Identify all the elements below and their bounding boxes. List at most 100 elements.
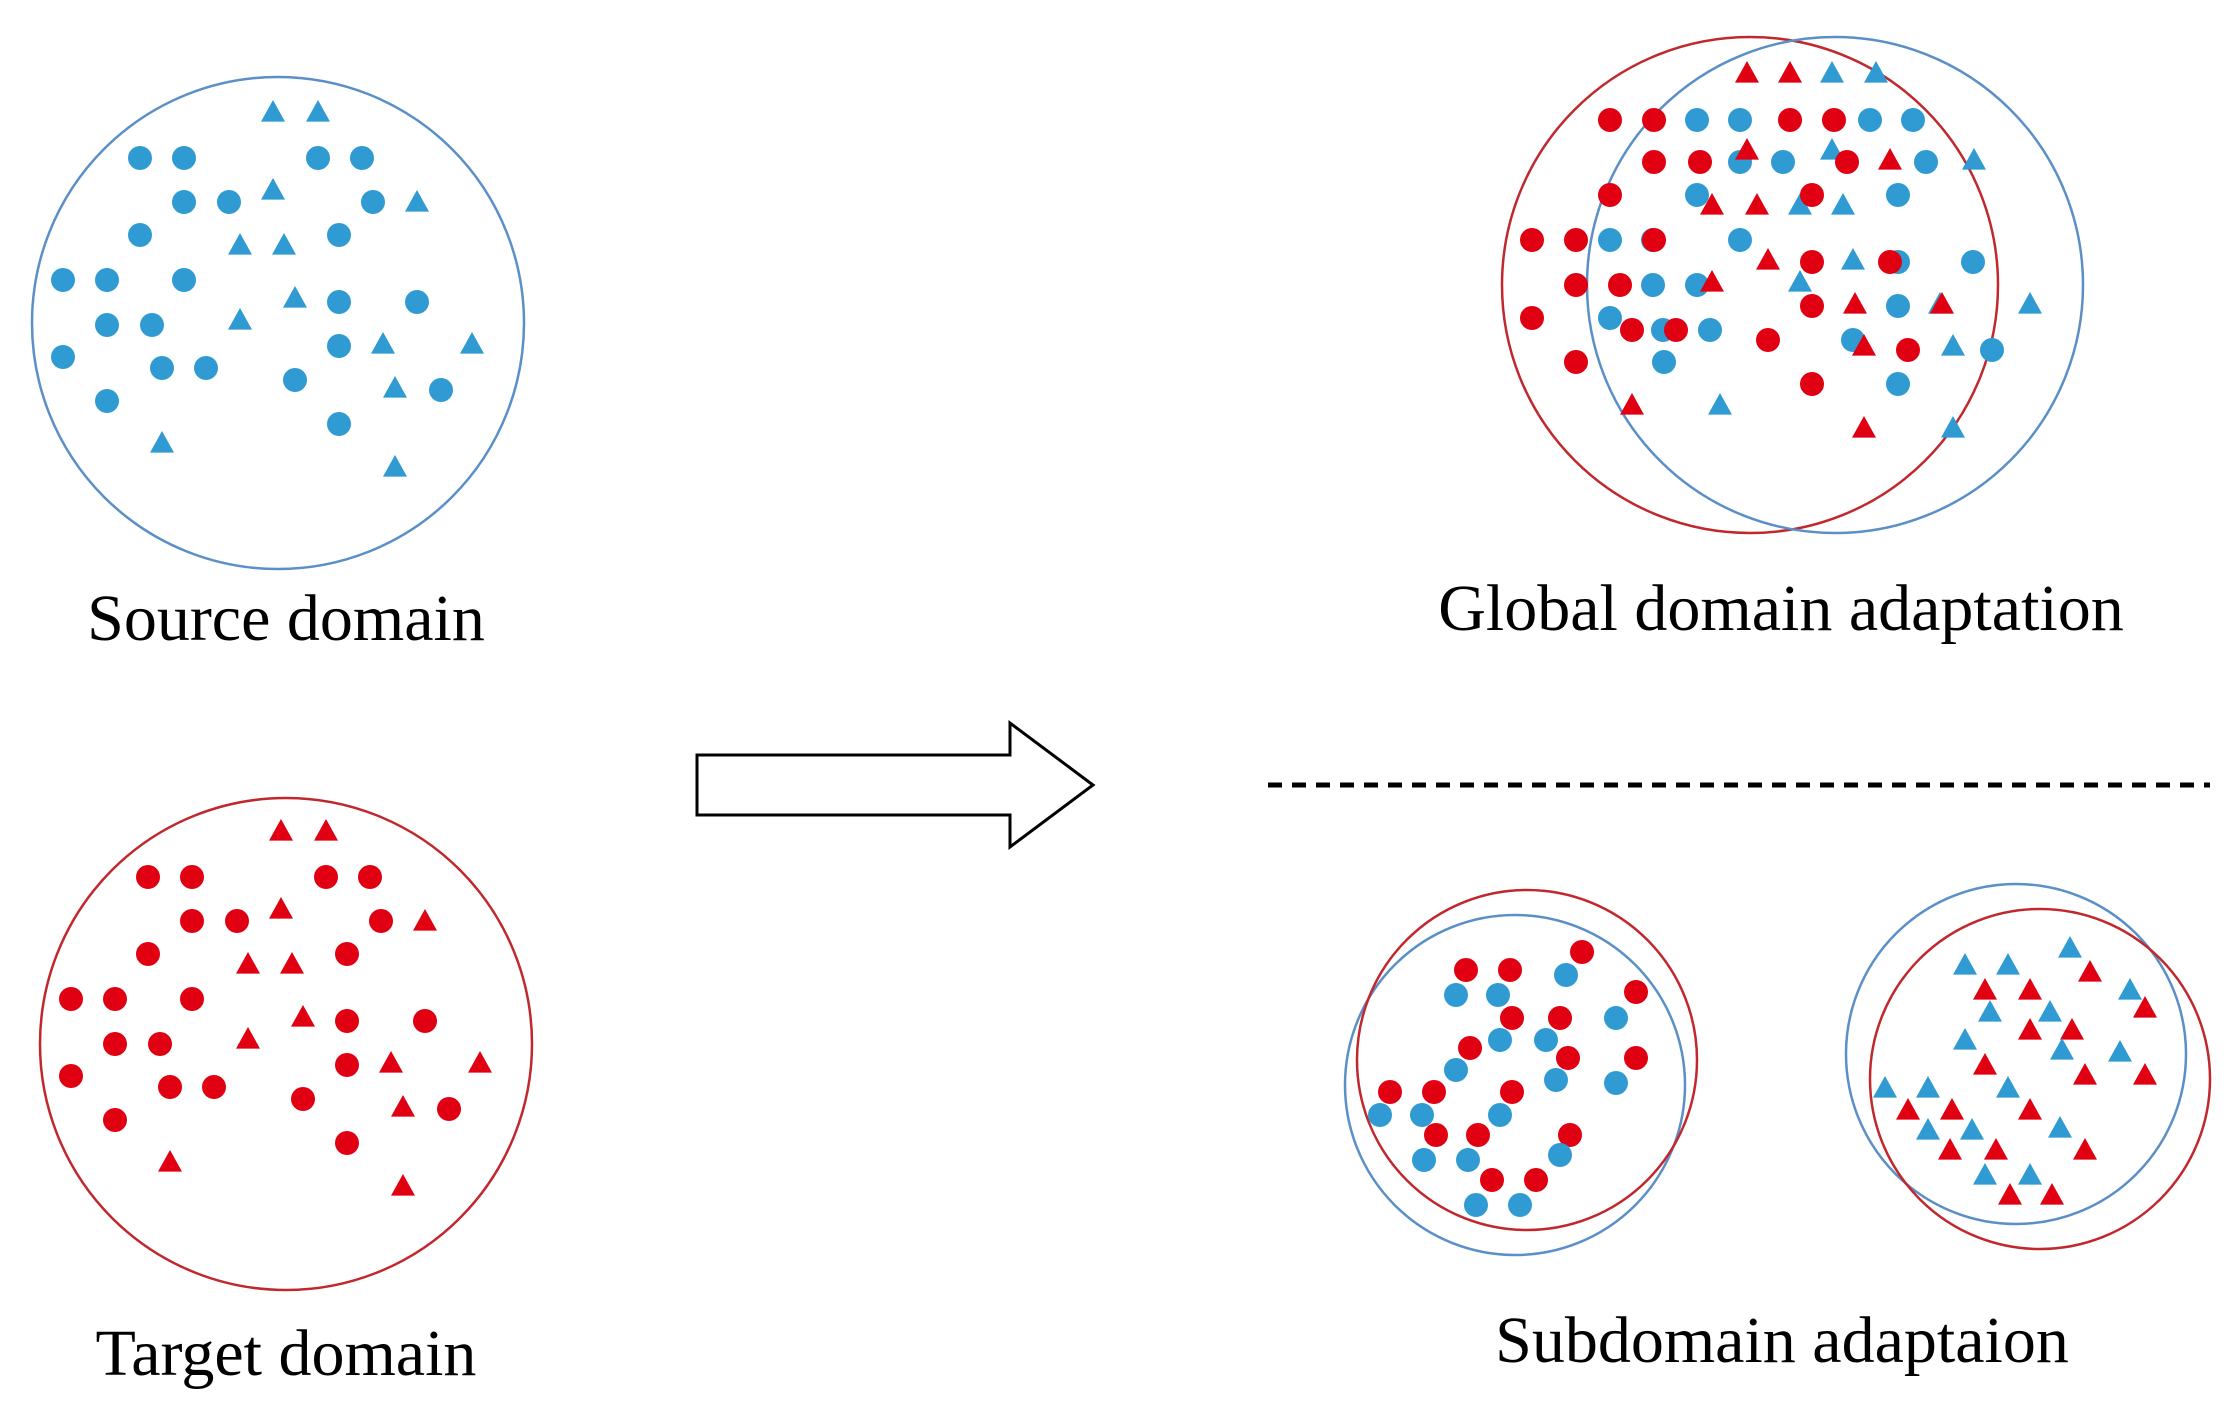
- global-source-circle-marker: [1728, 108, 1752, 132]
- global-target-circle-marker: [1688, 150, 1712, 174]
- subdomain-target-triangle-marker: [2018, 978, 2042, 1000]
- source-circle-marker: [217, 190, 241, 214]
- target-circle-marker: [180, 865, 204, 889]
- subdomain-source-circle-marker: [1368, 1103, 1392, 1127]
- subdomain-source-triangle-marker: [2018, 1163, 2042, 1185]
- target-domain-markers: [59, 819, 492, 1196]
- global-source-circle-marker: [1641, 273, 1665, 297]
- subdomain-target-triangle-marker: [1896, 1098, 1920, 1120]
- subdomain-source-circle-marker: [1410, 1103, 1434, 1127]
- global-source-circle-marker: [1901, 108, 1925, 132]
- subdomain-source-circle-marker: [1412, 1148, 1436, 1172]
- subdomain-target-circle-marker: [1454, 958, 1478, 982]
- target-triangle-marker: [468, 1051, 492, 1073]
- source-domain-markers: [51, 100, 484, 477]
- global-target-triangle-marker: [1700, 270, 1724, 292]
- global-source-circle-marker: [1685, 108, 1709, 132]
- target-circle-marker: [413, 1009, 437, 1033]
- source-domain-boundary: [30, 75, 526, 571]
- source-circle-marker: [327, 290, 351, 314]
- target-triangle-marker: [158, 1150, 182, 1172]
- source-circle-marker: [128, 223, 152, 247]
- global-adaptation-label: Global domain adaptation: [1438, 572, 2124, 645]
- target-circle-marker: [335, 1009, 359, 1033]
- subdomain-target-triangle-marker: [2040, 1183, 2064, 1205]
- target-triangle-marker: [269, 897, 293, 919]
- subdomain-target-circle-marker: [1480, 1168, 1504, 1192]
- subdomain-triangle-class-target-boundary: [1868, 907, 2212, 1251]
- global-target-boundary: [1500, 35, 2000, 535]
- global-target-circle-marker: [1800, 183, 1824, 207]
- source-circle-marker: [51, 268, 75, 292]
- global-source-triangle-marker: [1941, 334, 1965, 356]
- target-circle-marker: [358, 865, 382, 889]
- subdomain-target-circle-marker: [1500, 1080, 1524, 1104]
- global-target-circle-marker: [1598, 183, 1622, 207]
- target-triangle-marker: [280, 952, 304, 974]
- subdomain-source-circle-marker: [1544, 1068, 1568, 1092]
- target-circle-marker: [180, 909, 204, 933]
- target-circle-marker: [103, 1108, 127, 1132]
- subdomain-source-circle-marker: [1486, 983, 1510, 1007]
- source-circle-marker: [350, 146, 374, 170]
- source-circle-marker: [327, 334, 351, 358]
- global-source-triangle-marker: [1820, 61, 1844, 83]
- source-triangle-marker: [272, 233, 296, 255]
- target-domain-label: Target domain: [96, 1317, 477, 1390]
- source-triangle-marker: [383, 455, 407, 477]
- global-source-circle-marker: [1728, 228, 1752, 252]
- target-circle-marker: [335, 942, 359, 966]
- target-triangle-marker: [236, 1027, 260, 1049]
- target-circle-marker: [202, 1075, 226, 1099]
- source-triangle-marker: [405, 190, 429, 212]
- global-target-circle-marker: [1896, 338, 1920, 362]
- subdomain-target-circle-marker: [1498, 958, 1522, 982]
- global-source-circle-marker: [1886, 183, 1910, 207]
- source-triangle-marker: [228, 233, 252, 255]
- source-circle-marker: [172, 146, 196, 170]
- target-circle-marker: [314, 865, 338, 889]
- global-source-circle-marker: [1858, 108, 1882, 132]
- subdomain-target-triangle-marker: [2133, 1063, 2157, 1085]
- subdomain-source-circle-marker: [1488, 1103, 1512, 1127]
- source-circle-marker: [283, 368, 307, 392]
- subdomain-source-triangle-marker: [1953, 1028, 1977, 1050]
- subdomain-source-triangle-marker: [1978, 1000, 2002, 1022]
- subdomain-target-circle-marker: [1378, 1080, 1402, 1104]
- subdomain-source-circle-marker: [1464, 1193, 1488, 1217]
- global-target-circle-marker: [1642, 150, 1666, 174]
- subdomain-target-triangle-marker: [2133, 996, 2157, 1018]
- subdomain-target-triangle-marker: [2073, 1063, 2097, 1085]
- global-source-triangle-marker: [1708, 393, 1732, 415]
- source-circle-marker: [128, 146, 152, 170]
- global-target-circle-marker: [1564, 228, 1588, 252]
- global-target-circle-marker: [1520, 306, 1544, 330]
- global-source-triangle-marker: [1962, 148, 1986, 170]
- source-triangle-marker: [261, 178, 285, 200]
- global-target-triangle-marker: [1735, 61, 1759, 83]
- global-target-circle-marker: [1800, 250, 1824, 274]
- subdomain-source-circle-marker: [1604, 1006, 1628, 1030]
- source-circle-marker: [95, 389, 119, 413]
- subdomain-target-triangle-marker: [1940, 1098, 1964, 1120]
- source-triangle-marker: [261, 100, 285, 122]
- global-target-circle-marker: [1520, 228, 1544, 252]
- target-triangle-marker: [291, 1005, 315, 1027]
- subdomain-source-triangle-marker: [1916, 1118, 1940, 1140]
- subdomain-target-circle-marker: [1458, 1036, 1482, 1060]
- subdomain-source-triangle-marker: [2108, 1040, 2132, 1062]
- subdomain-target-triangle-marker: [2078, 960, 2102, 982]
- subdomain-target-circle-marker: [1556, 1046, 1580, 1070]
- target-circle-marker: [158, 1075, 182, 1099]
- subdomain-adaptation-label: Subdomain adaptaion: [1495, 1304, 2069, 1377]
- subdomain-target-triangle-marker: [1984, 1138, 2008, 1160]
- target-triangle-marker: [236, 952, 260, 974]
- source-domain-panel: [30, 75, 526, 571]
- target-triangle-marker: [269, 819, 293, 841]
- subdomain-source-circle-marker: [1456, 1148, 1480, 1172]
- target-circle-marker: [335, 1131, 359, 1155]
- global-target-circle-marker: [1564, 273, 1588, 297]
- global-target-triangle-marker: [1700, 193, 1724, 215]
- subdomain-target-circle-marker: [1624, 980, 1648, 1004]
- subdomain-source-circle-marker: [1604, 1071, 1628, 1095]
